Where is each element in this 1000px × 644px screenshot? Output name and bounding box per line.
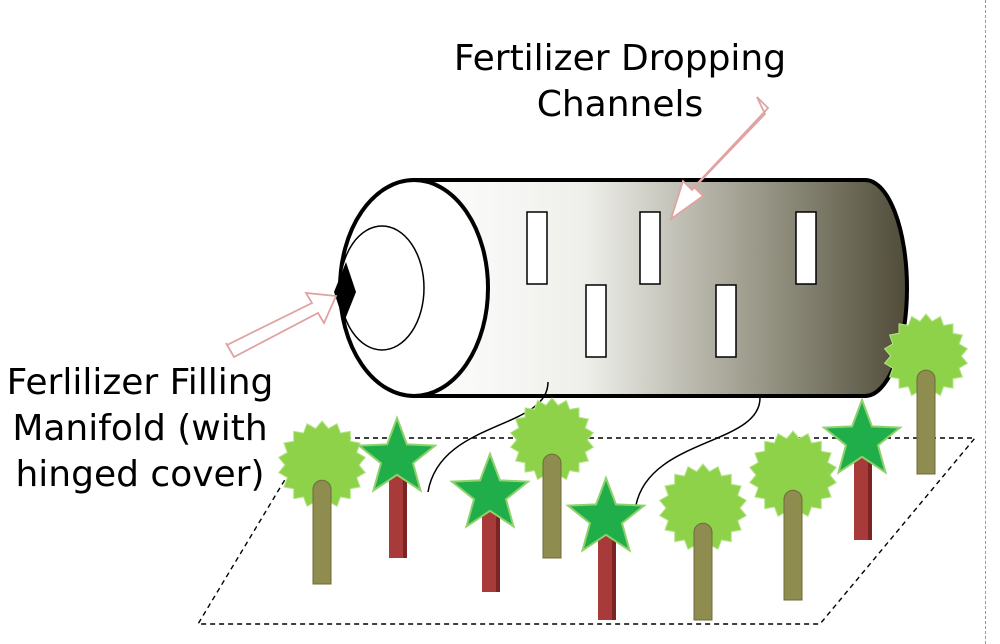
channels-arrow — [669, 96, 770, 222]
star-leaf — [565, 475, 647, 553]
star-plant — [449, 451, 531, 592]
panel-edge — [985, 0, 1000, 644]
label-line: Ferlilizer Filling — [6, 362, 274, 403]
star-stem-shade — [403, 462, 407, 558]
manifold-arrow — [225, 291, 338, 359]
star-stem — [482, 494, 496, 592]
dropping-channels-label: Fertilizer Dropping Channels — [430, 36, 810, 128]
label-line: Manifold (with — [12, 408, 268, 449]
tree — [509, 397, 595, 559]
tree-trunk — [542, 453, 562, 559]
star-leaf — [356, 415, 438, 493]
hinge-marker — [334, 262, 356, 322]
star-plant — [356, 415, 438, 558]
star-stem-shade — [868, 444, 872, 540]
star-stem — [389, 458, 403, 558]
star-stem — [854, 440, 868, 540]
dropping-channel — [585, 284, 607, 358]
plants-layer — [277, 313, 969, 621]
star-plant — [821, 397, 903, 540]
drop-curve — [635, 397, 761, 506]
label-line: Channels — [536, 84, 704, 125]
tree-trunk — [693, 522, 713, 621]
dropping-channel — [639, 211, 661, 285]
tree — [658, 463, 748, 621]
drop-curve — [427, 381, 549, 493]
label-line: hinged cover) — [15, 454, 265, 495]
filling-manifold-label: Ferlilizer Filling Manifold (with hinged… — [0, 360, 280, 498]
star-stem — [598, 518, 612, 620]
star-leaf — [821, 397, 903, 475]
star-stem-shade — [612, 522, 616, 620]
dropping-channel — [715, 284, 737, 358]
tree-trunk — [312, 479, 332, 585]
tree — [883, 313, 969, 475]
star-leaf — [449, 451, 531, 529]
dropping-channel — [795, 211, 817, 285]
star-stem-shade — [496, 498, 500, 592]
star-plant — [565, 475, 647, 620]
tree — [748, 430, 838, 601]
tree — [277, 420, 367, 585]
dropping-channel — [526, 211, 548, 285]
fertilizer-cylinder — [334, 178, 909, 398]
label-line: Fertilizer Dropping — [453, 38, 787, 79]
tree-trunk — [783, 489, 803, 601]
tree-trunk — [916, 369, 936, 475]
ground-plane — [196, 437, 977, 625]
